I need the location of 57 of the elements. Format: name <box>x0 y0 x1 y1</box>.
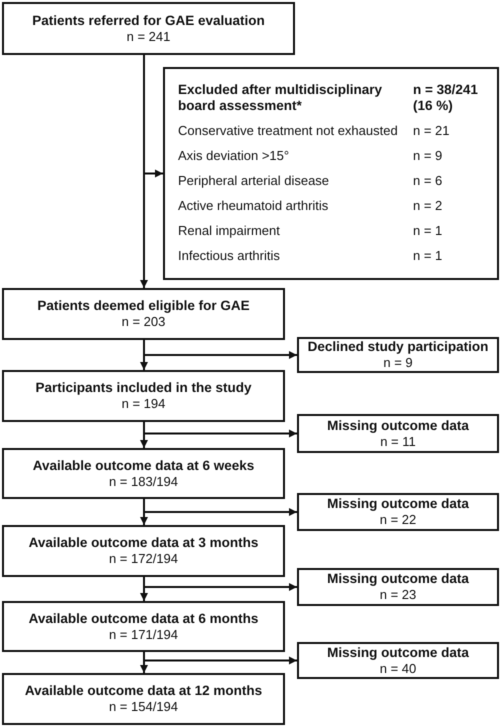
box-heading: Missing outcome data <box>327 496 469 512</box>
box-heading: Missing outcome data <box>327 644 469 660</box>
box-heading: Patients referred for GAE evaluation <box>32 12 265 28</box>
arrow <box>143 340 297 359</box>
box-heading: Available outcome data at 3 months <box>28 535 258 551</box>
arrow <box>143 55 163 178</box>
process-box <box>2 601 285 652</box>
count-text: n = 9 <box>383 355 413 371</box>
process-box <box>297 493 499 531</box>
count-text: n = 194 <box>122 396 166 412</box>
count-text: n = 11 <box>380 434 416 450</box>
box-heading: Declined study participation <box>308 339 488 355</box>
count-text: n = 154/194 <box>108 699 178 715</box>
box-heading: Missing outcome data <box>327 418 469 434</box>
box-heading: Excluded after multidisciplinary board assessment* <box>178 82 384 114</box>
count-text: n = 241 <box>126 28 170 44</box>
arrow <box>143 652 297 664</box>
box-heading: Participants included in the study <box>35 380 252 396</box>
process-box <box>2 288 285 340</box>
exclusion-box <box>163 67 499 280</box>
reason-text: Active rheumatoid arthritis <box>178 198 330 214</box>
process-box <box>297 337 499 373</box>
count-text: n = 6 <box>413 173 444 189</box>
process-box <box>2 370 285 422</box>
process-box <box>297 642 499 679</box>
count-text: n = 1 <box>413 248 444 264</box>
process-box <box>2 673 285 725</box>
reason-text: Axis deviation >15° <box>178 148 290 164</box>
process-box <box>297 414 499 453</box>
reason-text: Conservative treatment not exhausted <box>178 123 399 139</box>
process-box <box>297 568 499 606</box>
count-text: n = 2 <box>413 198 444 214</box>
process-box <box>2 2 295 55</box>
count-text: n = 183/194 <box>108 474 178 490</box>
box-heading: Available outcome data at 12 months <box>24 683 262 699</box>
reason-text: Infectious arthritis <box>178 248 281 264</box>
count-text: n = 171/194 <box>108 626 178 642</box>
count-text: n = 22 <box>380 512 416 528</box>
process-box <box>2 448 285 499</box>
count-text: n = 40 <box>380 660 416 676</box>
arrow <box>143 577 297 591</box>
count-text: n = 1 <box>413 223 444 239</box>
box-heading: Missing outcome data <box>327 571 469 587</box>
count-text: n = 21 <box>413 123 451 139</box>
count-text: n = 38/241 (16 %) <box>413 82 479 114</box>
arrow <box>143 422 297 438</box>
process-box <box>2 525 285 577</box>
count-text: n = 23 <box>380 587 416 603</box>
count-text: n = 203 <box>122 314 166 330</box>
box-heading: Available outcome data at 6 weeks <box>32 458 254 474</box>
count-text: n = 172/194 <box>108 551 178 567</box>
arrow <box>143 499 297 516</box>
reason-text: Renal impairment <box>178 223 281 239</box>
count-text: n = 9 <box>413 148 444 164</box>
reason-text: Peripheral arterial disease <box>178 173 330 189</box>
box-heading: Patients deemed eligible for GAE <box>37 298 250 314</box>
box-heading: Available outcome data at 6 months <box>28 610 258 626</box>
